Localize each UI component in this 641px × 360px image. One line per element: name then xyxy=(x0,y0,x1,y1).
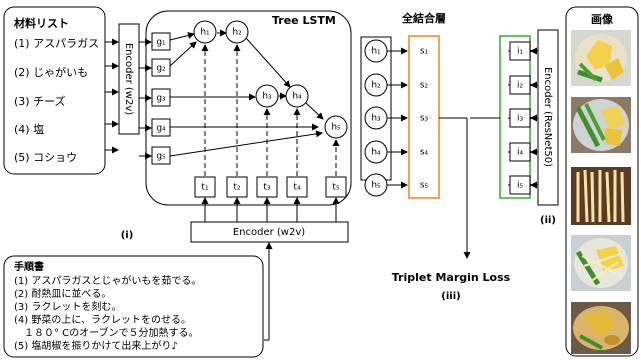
ingredient-item: (2) じゃがいも xyxy=(14,66,89,79)
tree-h-nodes: h₁ h₂ h₃ h₄ h₅ xyxy=(193,20,348,139)
t-label: t₅ xyxy=(332,183,340,193)
output-h-label: h₅ xyxy=(371,181,381,191)
i-label: i₄ xyxy=(517,148,524,158)
dashed-connectors xyxy=(201,44,340,176)
marker-i: (i) xyxy=(121,230,134,241)
instruction-step: (4) 野菜の上に、ラクレットをのせる。 xyxy=(14,315,192,326)
ingredients-title: 材料リスト xyxy=(14,17,69,30)
food-photo-asparagus-potato xyxy=(571,30,631,86)
t-label: t₁ xyxy=(201,183,209,193)
resnet-to-i-arrows xyxy=(530,47,538,189)
food-photo-boiled-vegetables xyxy=(571,97,631,153)
food-photo-baked-raclette xyxy=(571,302,631,354)
i-label: i₃ xyxy=(517,114,524,124)
tree-h-label: h₃ xyxy=(262,92,272,102)
image-panel-title: 画像 xyxy=(591,12,614,26)
ingredient-arrows xyxy=(105,38,119,154)
ingredient-item: (4) 塩 xyxy=(14,123,45,136)
loss-label: Triplet Margin Loss xyxy=(392,271,511,284)
food-photo-vegetables-with-cheese xyxy=(571,235,631,291)
h-to-s-arrows xyxy=(387,47,408,189)
g-nodes: g₁ g₂ g₃ g₄ g₅ xyxy=(151,32,171,165)
food-photo-cut-cheese xyxy=(571,167,631,225)
ingredient-item: (1) アスパラガス xyxy=(14,37,100,50)
output-h-label: h₄ xyxy=(371,148,381,158)
tree-lstm-box xyxy=(145,10,352,206)
loss-connectors xyxy=(439,117,500,259)
ingredient-encoder-box xyxy=(118,23,140,135)
instruction-step: １８０° Cのオーブンで５分加熱する。 xyxy=(14,328,199,339)
image-feature-nodes: i₁ i₂ i₃ i₄ i₅ xyxy=(509,41,531,195)
ingredients-box xyxy=(3,6,106,175)
instructions-box xyxy=(3,255,264,358)
output-h-label: h₂ xyxy=(371,81,381,91)
t-label: t₂ xyxy=(233,183,241,193)
s-label: s₃ xyxy=(420,114,429,124)
instruction-step: (5) 塩胡椒を振りかけて出来上がり♪ xyxy=(14,341,178,352)
loss-tag: (iii) xyxy=(441,291,460,302)
tree-lstm-title: Tree LSTM xyxy=(272,14,336,27)
encoder-to-t-arrows xyxy=(201,197,340,222)
g-node xyxy=(151,58,171,77)
fc-s-column xyxy=(408,35,440,199)
g-label: g₅ xyxy=(156,152,166,162)
ingredient-encoder-label: Encoder (w2v) xyxy=(123,43,134,115)
tree-edges xyxy=(169,29,324,157)
fc-s-labels: s₁ s₂ s₃ s₄ s₅ xyxy=(420,47,429,191)
g-label: g₄ xyxy=(156,124,166,134)
output-h-nodes: h₁ h₂ h₃ h₄ h₅ xyxy=(364,39,388,197)
instructions-title: 手順書 xyxy=(14,262,44,273)
tree-h-label: h₂ xyxy=(232,28,242,38)
image-encoder-label: Encoder (ResNet50) xyxy=(542,67,553,167)
ingredient-item: (5) コショウ xyxy=(14,151,78,164)
s-label: s₂ xyxy=(420,81,429,91)
fc-layer-title: 全結合層 xyxy=(401,11,446,25)
output-h-label: h₃ xyxy=(371,114,381,124)
g-label: g₁ xyxy=(156,38,166,48)
g-label: g₂ xyxy=(156,64,166,74)
i-label: i₂ xyxy=(517,81,524,91)
image-encoder-box xyxy=(537,29,559,206)
instruction-step: (3) ラクレットを刻む。 xyxy=(14,302,122,313)
output-h-label: h₁ xyxy=(371,47,381,57)
s-label: s₄ xyxy=(420,148,429,158)
tree-h-label: h₁ xyxy=(200,28,210,38)
i-label: i₅ xyxy=(517,181,524,191)
ingredient-item: (3) チーズ xyxy=(14,95,66,108)
s-label: s₅ xyxy=(420,181,429,191)
tree-h-label: h₅ xyxy=(331,123,341,133)
tree-h-label: h₄ xyxy=(292,92,302,102)
instruction-step: (1) アスパラガスとじゃがいもを茹でる。 xyxy=(14,276,202,287)
instruction-encoder-label: Encoder (w2v) xyxy=(233,227,305,238)
instruction-step: (2) 耐熱皿に並べる。 xyxy=(14,289,112,300)
i-label: i₁ xyxy=(517,47,524,57)
g-label: g₃ xyxy=(156,94,166,104)
t-label: t₃ xyxy=(263,183,271,193)
t-label: t₄ xyxy=(293,183,301,193)
s-label: s₁ xyxy=(420,47,429,57)
encoder-to-g-arrows xyxy=(139,38,152,160)
g-node xyxy=(151,32,171,51)
marker-ii: (ii) xyxy=(540,215,556,226)
